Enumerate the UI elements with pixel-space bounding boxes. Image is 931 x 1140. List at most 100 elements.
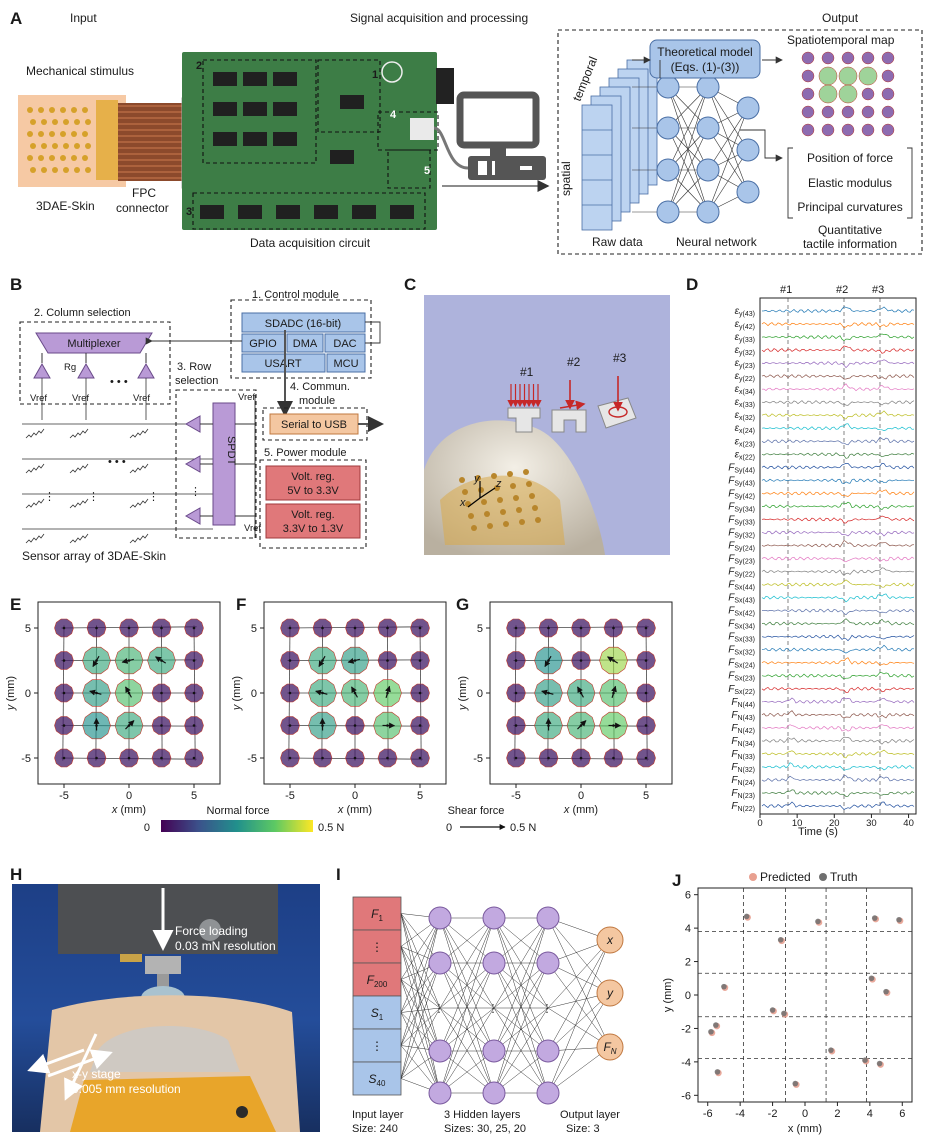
st-map-node: [821, 51, 835, 65]
d-channel-label: FSx(43): [728, 593, 755, 605]
skin-sensor-dot: [52, 167, 58, 173]
nn-i-edge: [400, 962, 441, 1046]
shear-arrow: [541, 689, 554, 696]
legend-predicted-marker: [749, 873, 757, 881]
input-label: S1: [371, 1006, 384, 1022]
d-x-tick-label: 10: [792, 818, 803, 829]
nn-a-node: [736, 138, 760, 162]
shear-arrow: [155, 656, 167, 664]
nn-i-edge: [400, 946, 441, 1009]
d-trace: [761, 736, 915, 745]
finger-sensor-dot: [462, 489, 468, 495]
nn-a-node: [696, 200, 720, 224]
map-y-tick-label: 0: [251, 688, 257, 700]
d-channel-label: FSy(24): [728, 540, 755, 552]
finger-sensor-dots: [459, 469, 541, 531]
nn-i-edge: [439, 1007, 495, 1052]
map-node-center: [160, 756, 163, 760]
map-y-tick-label: -5: [473, 753, 483, 765]
j-point-truth: [714, 1069, 721, 1075]
finger-sensor-dot: [468, 513, 474, 519]
nn-a-node: [736, 96, 760, 120]
j-x-tick-label: 0: [802, 1108, 808, 1120]
map-node-center: [418, 659, 422, 662]
theory-label-2: (Eqs. (1)-(3)): [671, 60, 740, 74]
sensor-resistor: [25, 498, 45, 509]
hidden-node: [482, 1039, 506, 1063]
nn-i-edge: [400, 1007, 441, 1046]
map-y-tick-label: -5: [247, 753, 257, 765]
finger-sensor-dot: [475, 475, 481, 481]
hidden-node: [536, 906, 560, 930]
sensor-array-caption: Sensor array of 3DAE-Skin: [22, 549, 166, 563]
map-node-center: [386, 756, 389, 760]
j-points: [708, 913, 904, 1088]
j-point-truth: [876, 1060, 883, 1067]
j-point-truth: [769, 1007, 776, 1013]
photo-h-fpc: [70, 1076, 276, 1132]
map-node-center: [514, 724, 518, 727]
spdt-label: SPDT: [225, 436, 237, 466]
region-3-outline: [192, 192, 426, 230]
d-channel-label: εx(22): [735, 449, 755, 461]
d-channel-label: FN(34): [731, 736, 755, 748]
d-traces: [761, 306, 915, 810]
sensor-resistor: [69, 498, 89, 509]
volt-reg-1: [265, 465, 361, 501]
d-x-tick-label: 30: [866, 818, 877, 829]
nn-i-edge: [439, 962, 495, 1009]
map-node-center: [547, 756, 550, 760]
map-node-center: [62, 724, 66, 727]
power-module-box: [259, 459, 367, 549]
nn-a-edge: [707, 107, 749, 213]
nn-i-edge: [493, 917, 549, 1009]
computer-icon: [456, 91, 546, 180]
shear-max: 0.5 N: [510, 822, 536, 834]
finger-sensor-dot: [481, 499, 487, 505]
j-x-tick-label: 4: [867, 1108, 873, 1120]
multiplexer-label: Multiplexer: [67, 338, 121, 350]
map-node-center: [321, 626, 324, 630]
fpc-label-1: FPC: [132, 186, 156, 200]
skin-sensor-dot: [85, 119, 91, 125]
multiplexer-block: [35, 332, 153, 354]
j-point-truth: [896, 916, 902, 923]
sensor-resistor: [69, 533, 89, 544]
input-box: [352, 896, 402, 931]
shear-arrow: [385, 685, 391, 698]
d-trace: [761, 333, 915, 342]
j-plot-frame: [697, 887, 913, 1103]
d-trace: [761, 579, 915, 588]
map-node-center: [418, 724, 422, 727]
finger-sensor-dot: [526, 481, 532, 487]
d-trace: [761, 774, 915, 782]
j-y-tick-label: -4: [681, 1057, 691, 1069]
output-label: FN: [603, 1040, 616, 1056]
row-selection-label-1: 3. Row: [177, 361, 211, 373]
row-opamp: [184, 507, 201, 525]
panel-letter-i: I: [336, 865, 341, 884]
d-channel-label: FSy(43): [728, 475, 755, 487]
usart-label: USART: [264, 358, 301, 370]
j-y-tick-label: -2: [681, 1023, 691, 1035]
shear-arrow: [318, 655, 326, 668]
input-layer-label-2: Size: 240: [352, 1123, 398, 1135]
nn-a-node: [656, 158, 680, 182]
map-y-label: y (mm): [457, 676, 469, 711]
map-node-center: [160, 724, 163, 727]
j-y-tick-label: 6: [685, 890, 691, 902]
vref-label-3: Vref: [133, 393, 150, 404]
skin-sensor-dot: [52, 119, 58, 125]
j-y-tick-label: -6: [681, 1090, 691, 1102]
map-node-center: [579, 626, 583, 630]
map-node-center: [386, 626, 389, 630]
d-channel-label: εy(33): [735, 332, 755, 344]
nn-i-edge: [547, 992, 611, 1052]
d-channel-label: εy(32): [735, 345, 755, 357]
st-map-node: [821, 105, 835, 119]
